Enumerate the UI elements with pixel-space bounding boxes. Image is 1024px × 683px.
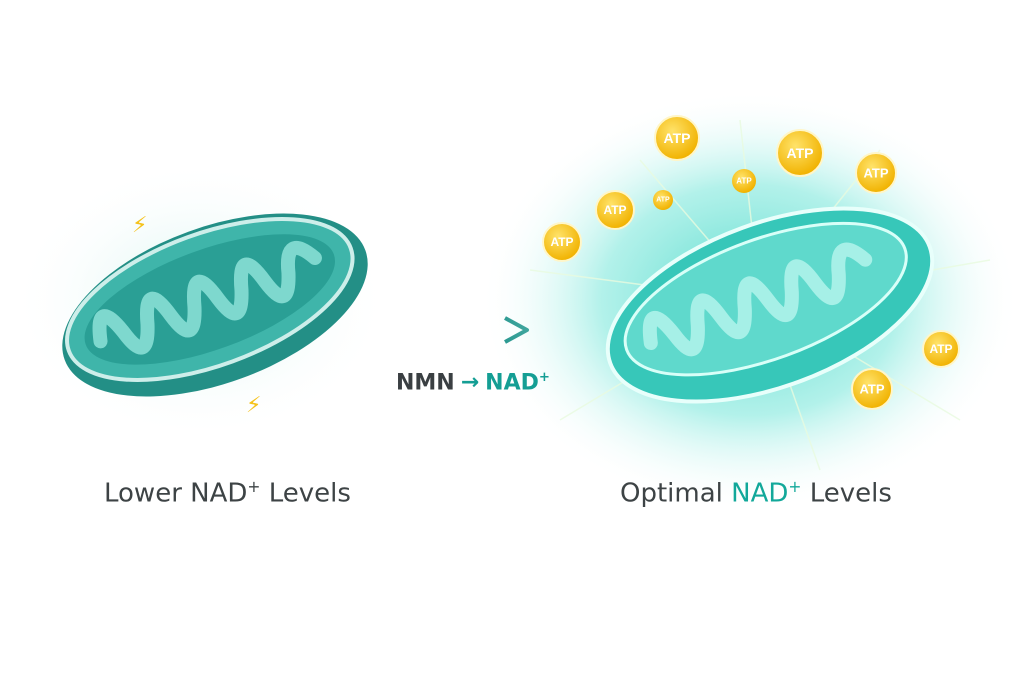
- atp-coin: ATP: [776, 129, 824, 177]
- optimal-nad-label: Optimal NAD+ Levels: [620, 478, 892, 509]
- atp-coin: ATP: [653, 190, 673, 210]
- svg-text:ATP: ATP: [603, 203, 626, 217]
- svg-text:ATP: ATP: [859, 382, 884, 397]
- label-nad: NAD: [190, 478, 248, 509]
- arrow-icon: →: [460, 370, 480, 396]
- nmn-to-nad-label: NMN→NAD+: [396, 370, 550, 395]
- label-suffix: Levels: [801, 478, 892, 509]
- label-prefix: Optimal: [620, 478, 732, 509]
- svg-text:ATP: ATP: [656, 197, 670, 204]
- atp-coin: ATP: [922, 330, 960, 368]
- atp-coin: ATP: [654, 115, 700, 161]
- lower-nad-label: Lower NAD+ Levels: [104, 478, 351, 509]
- svg-text:ATP: ATP: [787, 145, 814, 161]
- svg-text:ATP: ATP: [550, 235, 573, 249]
- atp-coin: ATP: [595, 190, 635, 230]
- svg-text:ATP: ATP: [664, 130, 691, 146]
- atp-coin: ATP: [855, 152, 897, 194]
- label-plus: +: [788, 478, 802, 496]
- nad-plus: +: [538, 370, 550, 385]
- nad-text: NAD: [485, 370, 539, 396]
- atp-coins: ATP ATP ATP ATP ATP ATP ATP ATP ATP: [542, 115, 960, 410]
- mitochondrion-low: ⚡ ⚡: [10, 160, 390, 440]
- svg-text:ATP: ATP: [863, 166, 888, 181]
- atp-coin: ATP: [542, 222, 582, 262]
- lightning-icon: ⚡: [246, 393, 261, 418]
- label-suffix: Levels: [260, 478, 351, 509]
- label-prefix: Lower: [104, 478, 191, 509]
- atp-coin: ATP: [732, 169, 756, 193]
- label-plus: +: [247, 478, 261, 496]
- lightning-icon: ⚡: [132, 213, 147, 238]
- nmn-text: NMN: [396, 370, 455, 396]
- atp-coin: ATP: [851, 368, 893, 410]
- mitochondrion-optimal: [480, 90, 1020, 510]
- svg-text:ATP: ATP: [736, 177, 752, 186]
- svg-text:ATP: ATP: [929, 342, 952, 356]
- label-nad: NAD: [731, 478, 789, 509]
